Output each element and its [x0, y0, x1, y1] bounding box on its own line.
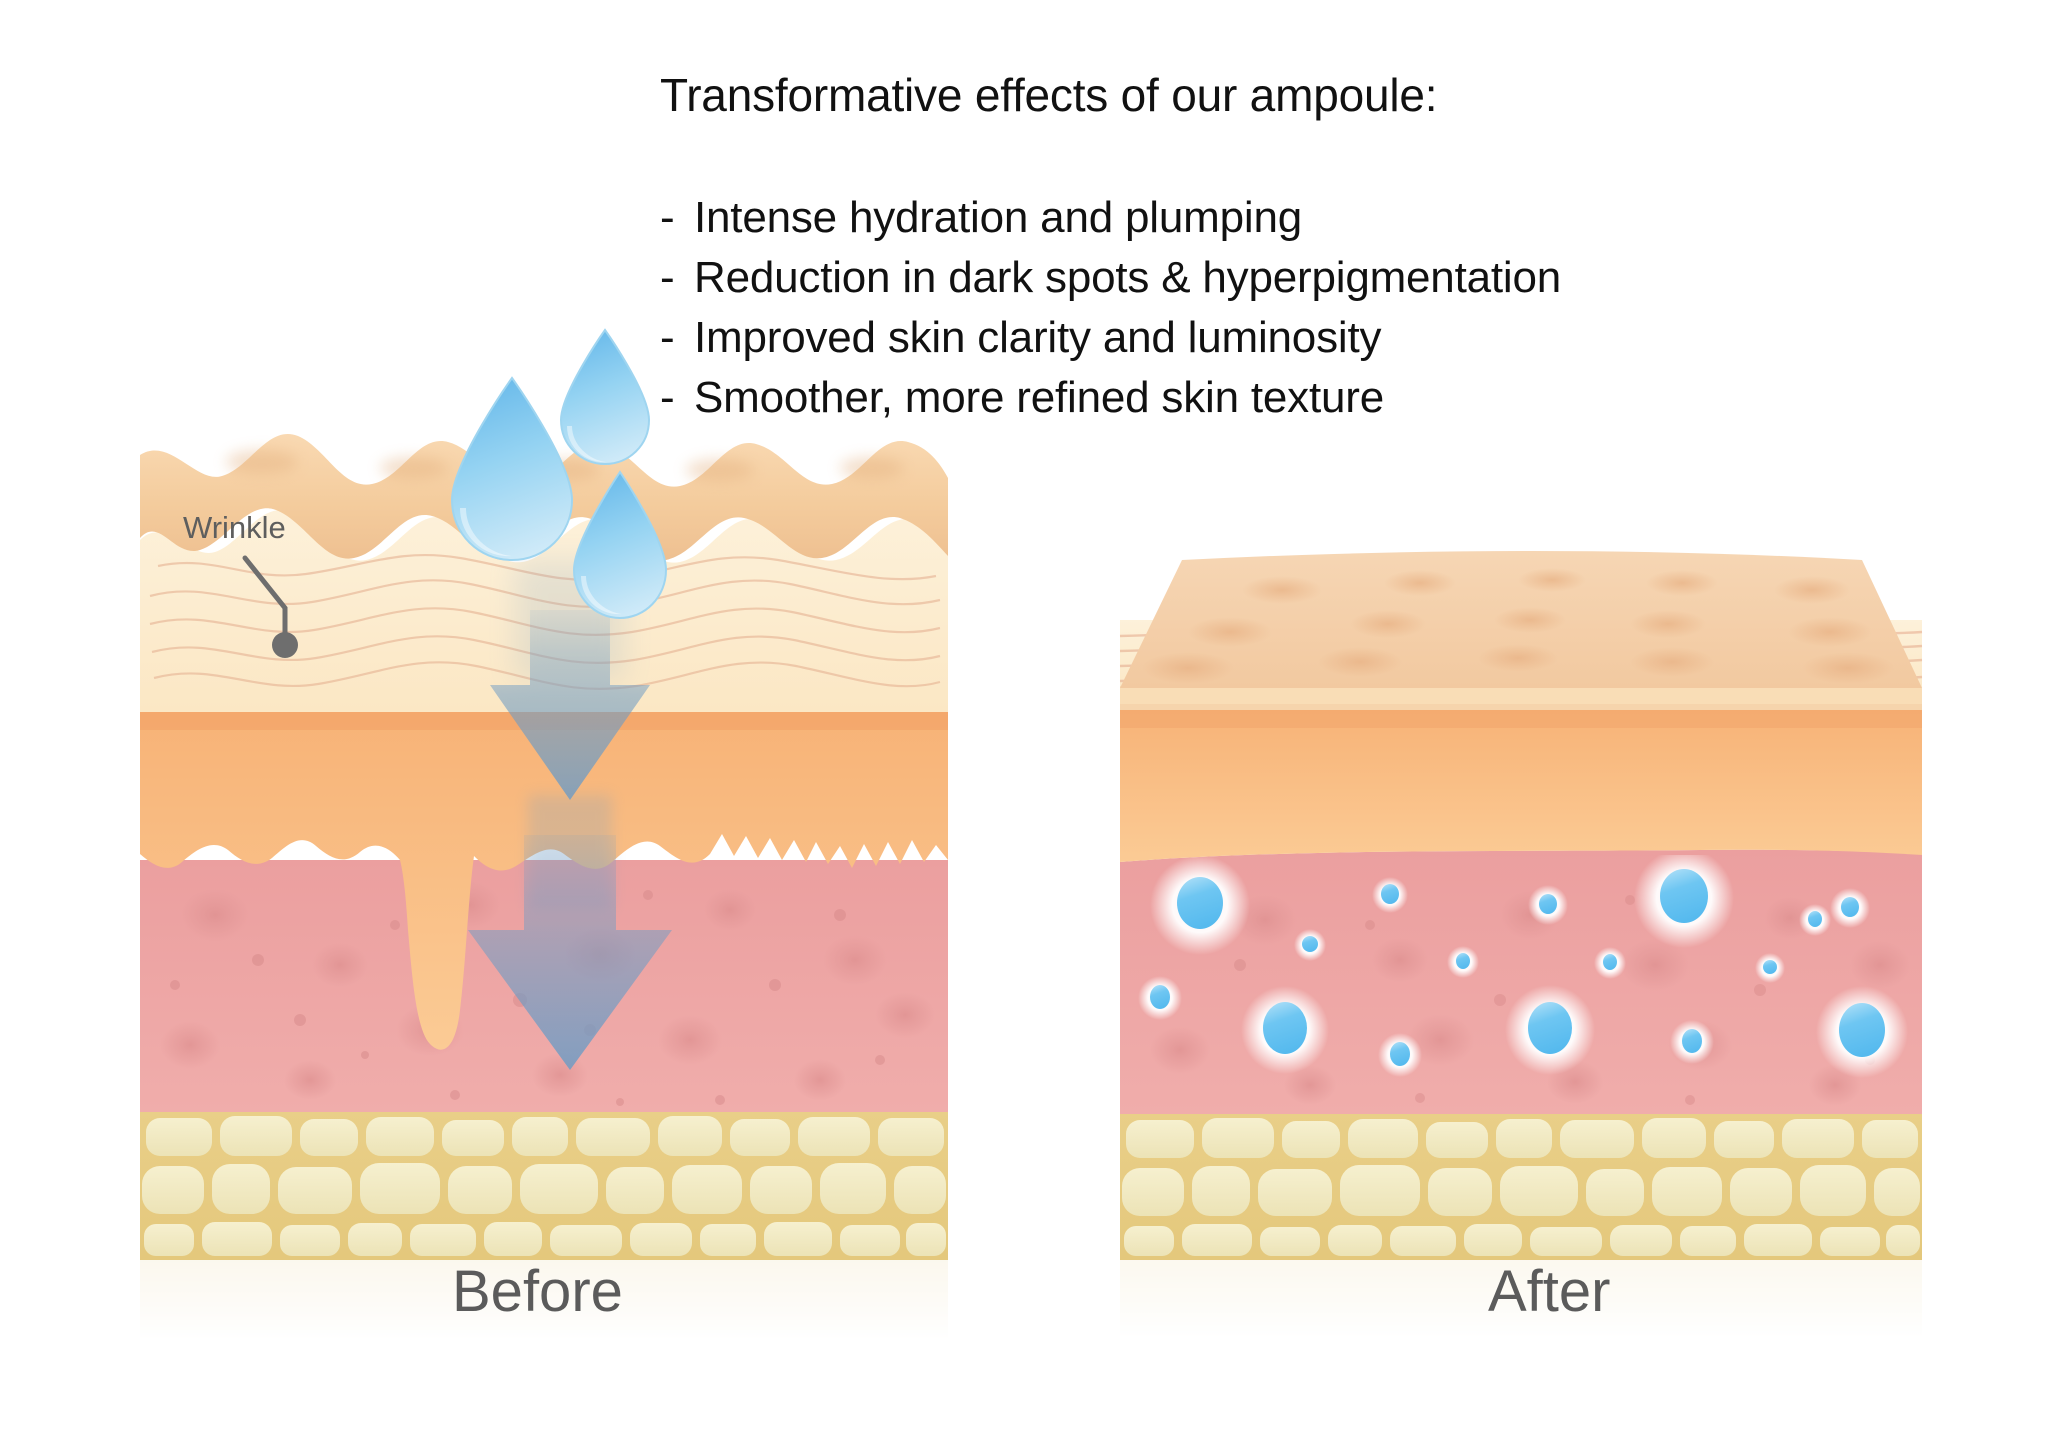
benefit-item-4: -Smoother, more refined skin texture — [660, 368, 1840, 428]
before-panel-caption: Before — [452, 1259, 623, 1324]
absorption-arrow-lower — [468, 835, 672, 1070]
dermis-blotches — [160, 881, 935, 1106]
bullet-marker-icon: - — [660, 373, 675, 422]
epidermis-surface-shading — [226, 450, 904, 481]
hydration-bubble — [1378, 1033, 1422, 1077]
pore-texture — [1142, 568, 1894, 684]
hydration-bubble — [1294, 929, 1326, 961]
wrinkle-marker-dot — [272, 632, 298, 658]
bullet-marker-icon: - — [660, 253, 675, 302]
before-fat-layer — [140, 1110, 948, 1260]
hydration-bubble — [1447, 946, 1479, 978]
hydration-bubble — [1634, 855, 1734, 948]
hydration-bubble — [1372, 877, 1408, 913]
hydration-bubble — [1799, 904, 1831, 936]
after-fat-layer — [1120, 1112, 1922, 1260]
hydration-bubble — [1670, 1020, 1714, 1064]
benefit-item-2: -Reduction in dark spots & hyperpigmenta… — [660, 248, 1840, 308]
page-title: Transformative effects of our ampoule: — [660, 69, 1438, 121]
bullet-marker-icon: - — [660, 193, 675, 242]
bullet-marker-icon: - — [660, 313, 675, 362]
hydration-bubble — [1138, 976, 1182, 1020]
after-papillary-layer — [1120, 706, 1922, 862]
benefit-item-1: -Intense hydration and plumping — [660, 188, 1840, 248]
hydration-bubble — [1755, 953, 1785, 983]
fat-cells — [1122, 1118, 1920, 1256]
after-dermis-layer — [1120, 849, 1922, 1114]
absorption-arrow-upper — [490, 610, 650, 800]
hydration-bubble — [1241, 986, 1329, 1074]
benefit-item-3: -Improved skin clarity and luminosity — [660, 308, 1840, 368]
after-block-reflection — [1120, 1260, 1922, 1336]
benefits-list: -Intense hydration and plumping -Reducti… — [660, 188, 1840, 428]
water-droplet-medium — [572, 470, 668, 620]
hydration-bubble — [1528, 885, 1568, 925]
wrinkle-leader-line — [242, 555, 298, 658]
benefit-item-1-label: Intense hydration and plumping — [694, 193, 1302, 242]
hydration-bubble — [1505, 985, 1595, 1075]
benefit-item-3-label: Improved skin clarity and luminosity — [694, 313, 1382, 362]
wrinkle-annotation-label: Wrinkle — [183, 510, 286, 545]
benefit-item-4-label: Smoother, more refined skin texture — [694, 373, 1384, 422]
water-droplets — [450, 328, 668, 620]
dermis-blotches — [1150, 891, 1910, 1106]
hydration-bubble — [1150, 855, 1250, 955]
fat-cells — [142, 1116, 946, 1256]
hydration-bubbles — [1138, 855, 1908, 1078]
after-panel-caption: After — [1488, 1259, 1611, 1324]
hydration-bubble — [1830, 888, 1870, 928]
hydration-bubble — [1816, 986, 1908, 1078]
benefit-item-2-label: Reduction in dark spots & hyperpigmentat… — [694, 253, 1562, 302]
hydration-bubble — [1594, 947, 1626, 979]
water-droplet-large — [450, 376, 574, 562]
water-droplet-small — [559, 328, 651, 466]
before-block-reflection — [140, 1260, 948, 1338]
after-top-face — [1120, 551, 1922, 688]
after-skin-block — [1119, 551, 1923, 1336]
